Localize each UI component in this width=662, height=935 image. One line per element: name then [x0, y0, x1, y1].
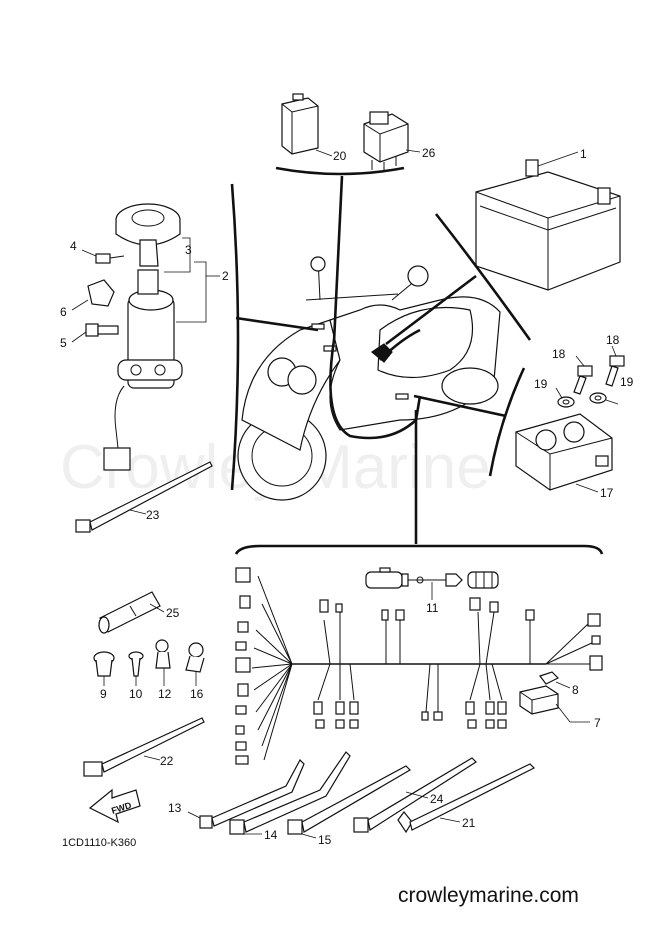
part-17-fuse-box[interactable] — [515, 413, 613, 491]
leader-main-switch — [235, 316, 319, 332]
part-7-connector[interactable] — [519, 685, 559, 715]
part-8-cap[interactable] — [539, 671, 560, 685]
callout-4: 4 — [70, 239, 77, 253]
part-16-clamp[interactable] — [185, 642, 205, 673]
bracket-relays — [275, 166, 405, 176]
part-22-cable-tie[interactable] — [83, 717, 205, 777]
part-1-battery[interactable] — [475, 159, 621, 291]
callout-12: 12 — [158, 687, 172, 701]
part-11-sub-lead[interactable] — [365, 567, 499, 589]
part-12-clamp[interactable] — [155, 639, 171, 669]
bracket-wire-harness — [234, 544, 604, 555]
part-main-wire-harness[interactable] — [235, 567, 603, 765]
bracket-fuse-box — [488, 367, 526, 477]
callout-6: 6 — [60, 305, 67, 319]
callout-19a: 19 — [534, 377, 548, 391]
callout-19b: 19 — [620, 375, 634, 389]
callout-5: 5 — [60, 336, 67, 350]
part-21-band[interactable] — [397, 763, 536, 834]
leader-relays — [332, 175, 344, 343]
part-3-switch-cap[interactable] — [115, 203, 181, 246]
bracket-main-switch — [230, 183, 240, 491]
callout-22: 22 — [160, 754, 174, 768]
callout-23: 23 — [146, 508, 160, 522]
part-26-relay[interactable] — [363, 111, 409, 172]
part-9-grommet[interactable] — [93, 651, 115, 677]
leader-fuse-box — [413, 394, 507, 418]
callout-10: 10 — [129, 687, 143, 701]
callout-18b: 18 — [606, 333, 620, 347]
scooter-illustration — [237, 256, 501, 501]
callout-11: 11 — [426, 601, 439, 615]
callout-8: 8 — [572, 683, 579, 697]
callout-13: 13 — [168, 801, 182, 815]
part-24-band[interactable] — [353, 757, 477, 833]
part-25-tube[interactable] — [98, 591, 161, 634]
part-20-relay[interactable] — [281, 93, 319, 155]
part-13-band[interactable] — [199, 759, 305, 829]
part-6-knob[interactable] — [87, 279, 115, 307]
part-2-main-switch[interactable] — [103, 239, 183, 471]
callout-21: 21 — [462, 816, 476, 830]
callout-7: 7 — [594, 716, 601, 730]
part-19-washer-a[interactable] — [557, 396, 575, 408]
diagram-code: 1CD1110-K360 — [62, 837, 136, 849]
callout-16: 16 — [190, 687, 204, 701]
part-10-screw[interactable] — [128, 651, 144, 677]
bracket-battery — [434, 213, 532, 341]
site-url: crowleymarine.com — [398, 884, 579, 907]
callout-15: 15 — [318, 833, 332, 847]
callout-25: 25 — [166, 606, 180, 620]
callout-9: 9 — [100, 687, 107, 701]
part-18-bolt-a[interactable] — [573, 365, 593, 395]
part-23-cable-tie[interactable] — [75, 461, 213, 533]
callout-24: 24 — [430, 792, 444, 806]
part-14-band[interactable] — [229, 751, 351, 835]
forward-arrow-icon: FWD — [88, 788, 141, 824]
part-4-screw[interactable] — [95, 253, 125, 264]
callout-26: 26 — [422, 146, 436, 160]
callout-2: 2 — [222, 269, 229, 283]
callout-20: 20 — [333, 149, 347, 163]
callout-14: 14 — [264, 828, 278, 842]
callout-17: 17 — [600, 486, 614, 500]
callout-18a: 18 — [552, 347, 566, 361]
callout-3: 3 — [185, 243, 192, 257]
part-5-bolt[interactable] — [85, 323, 119, 337]
part-19-washer-b[interactable] — [589, 392, 607, 404]
relay-group: 20 26 — [275, 93, 436, 176]
callout-1: 1 — [580, 147, 587, 161]
part-18-bolt-b[interactable] — [605, 355, 625, 387]
part-15-band[interactable] — [287, 765, 411, 835]
leader-battery — [385, 274, 477, 346]
